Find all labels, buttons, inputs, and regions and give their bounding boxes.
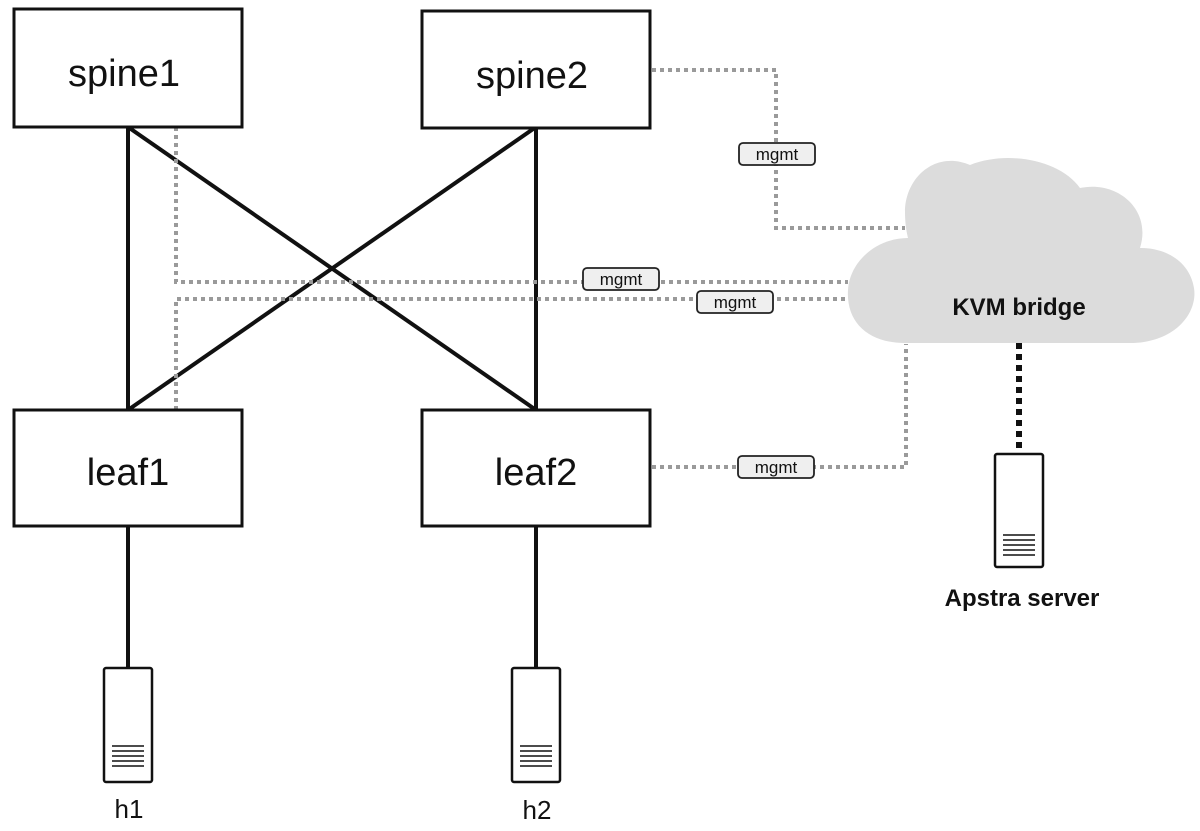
mgmt-tag-label: mgmt [756,145,799,164]
fabric-links [126,125,538,668]
node-spine2: spine2 [420,9,652,130]
mgmt-tag-spine2: mgmt [738,142,816,166]
mgmt-tag-leaf1: mgmt [696,290,774,314]
apstra-server: Apstra server [945,452,1100,612]
kvm-bridge-cloud: KVM bridge [847,158,1195,343]
mgmt-tag-label: mgmt [600,270,643,289]
apstra-server-label: Apstra server [945,585,1100,612]
mgmt-tag-spine1: mgmt [582,267,660,291]
node-spine1: spine1 [12,7,244,129]
mgmt-link-leaf2 [652,344,908,469]
node-leaf2: leaf2 [420,408,652,528]
server-icon [102,666,154,784]
h1-label: h1 [115,794,144,824]
host-h2: h2 [510,666,562,825]
server-icon [993,452,1045,569]
kvm-bridge-label: KVM bridge [952,294,1085,321]
leaf1-label: leaf1 [87,452,169,494]
server-icon [510,666,562,784]
spine1-label: spine1 [68,53,180,95]
leaf2-label: leaf2 [495,452,577,494]
spine2-label: spine2 [476,55,588,97]
mgmt-links [174,68,908,469]
mgmt-tag-label: mgmt [755,458,798,477]
link-spine2-leaf1 [126,125,538,412]
host-h1: h1 [102,666,154,824]
cloud-icon [847,158,1195,343]
node-leaf1: leaf1 [12,408,244,528]
h2-label: h2 [523,795,552,825]
mgmt-tag-leaf2: mgmt [737,455,815,479]
mgmt-tag-label: mgmt [714,293,757,312]
